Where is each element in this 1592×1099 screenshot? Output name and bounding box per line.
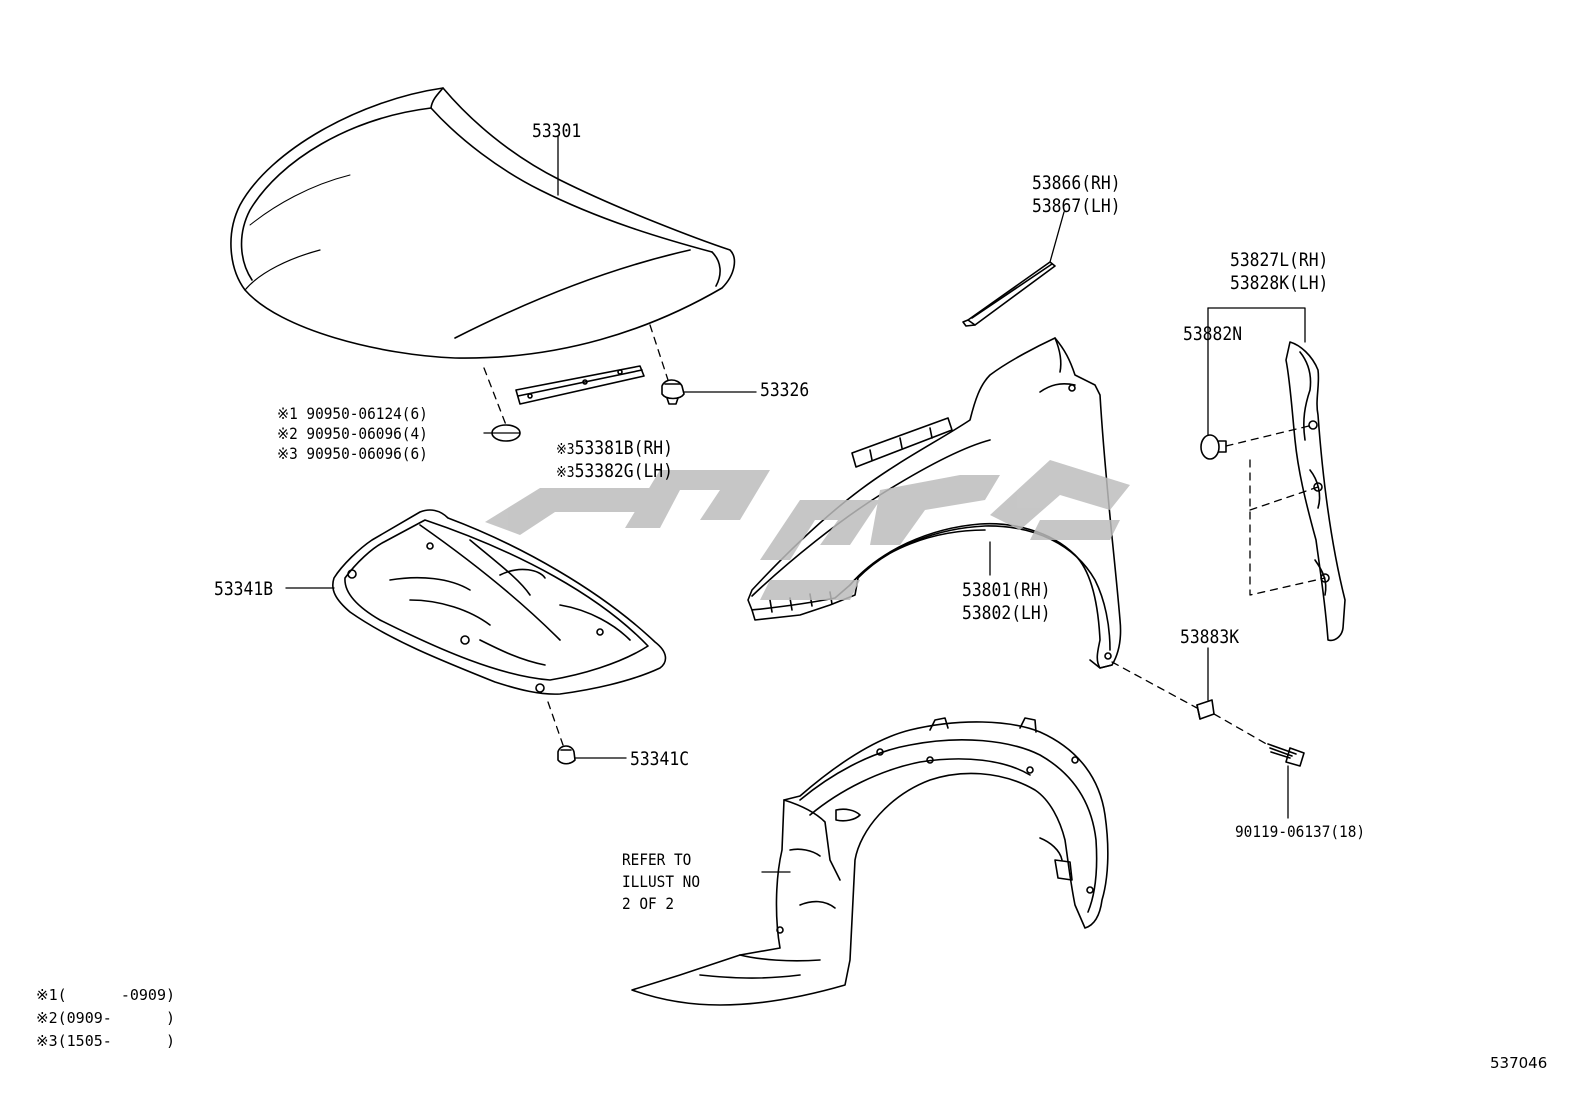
mark: ※3 — [277, 444, 298, 463]
label-bolt: 90119-06137(18) — [1235, 822, 1366, 841]
footnote-3: ※3(1505- ) — [36, 1029, 175, 1053]
label-fender-nut: 53883K — [1180, 626, 1240, 648]
dashed-lines — [483, 324, 1326, 747]
label-hood-bracket-lh: ※353382G(LH) — [556, 460, 673, 484]
date-range: (0909- ) — [57, 1009, 176, 1027]
part-number: 90950-06096(6) — [306, 444, 428, 463]
label-liner-clip: 53882N — [1183, 323, 1243, 345]
mark: ※3 — [556, 440, 575, 458]
fender-seal-drawing — [962, 261, 1056, 327]
refer-note-line-3: 2 OF 2 — [622, 894, 675, 913]
figure-id: 537046 — [1490, 1054, 1548, 1072]
leader-lines — [285, 136, 1306, 873]
footnote-1: ※1( -0909) — [36, 983, 175, 1007]
footnote-2: ※2(0909- ) — [36, 1006, 175, 1030]
liner-clip-drawing — [1200, 434, 1227, 460]
refer-note-line-1: REFER TO — [622, 850, 692, 869]
date-range: ( -0909) — [57, 986, 176, 1004]
fender-liner-drawing — [1285, 341, 1346, 642]
label-fender-liner-lh: 53828K(LH) — [1230, 272, 1329, 294]
label-hood: 53301 — [532, 120, 582, 142]
watermark — [485, 460, 1130, 600]
part-number: 90950-06124(6) — [306, 404, 428, 423]
label-hood-seal-2: ※2 90950-06096(4) — [277, 424, 428, 444]
date-range: (1505- ) — [57, 1032, 176, 1050]
mark: ※3 — [556, 463, 575, 481]
hood-drawing — [230, 87, 736, 359]
label-hood-seal-1: ※1 90950-06124(6) — [277, 404, 428, 424]
label-hood-bracket-rh: ※353381B(RH) — [556, 437, 673, 461]
inner-liner-drawing — [631, 717, 1109, 1006]
fender-nut-drawing — [1196, 699, 1215, 720]
bolt-drawing — [1267, 743, 1305, 767]
part-number: 53381B(RH) — [574, 437, 673, 459]
mark: ※1 — [36, 986, 58, 1004]
insulator-clip-drawing — [557, 745, 576, 765]
label-hood-cushion: 53326 — [760, 379, 810, 401]
label-fender-seal-lh: 53867(LH) — [1032, 195, 1121, 217]
hood-bracket-drawing — [515, 365, 645, 405]
hood-cushion-drawing — [661, 379, 685, 405]
part-number: 53382G(LH) — [574, 460, 673, 482]
label-fender-rh: 53801(RH) — [962, 579, 1051, 601]
mark: ※2 — [36, 1009, 58, 1027]
mark: ※1 — [277, 404, 298, 423]
refer-note-line-2: ILLUST NO — [622, 872, 701, 891]
hood-insulator-drawing — [332, 509, 667, 695]
label-fender-seal-rh: 53866(RH) — [1032, 172, 1121, 194]
label-insulator-clip: 53341C — [630, 748, 690, 770]
label-fender-lh: 53802(LH) — [962, 602, 1051, 624]
mark: ※3 — [36, 1032, 58, 1050]
label-hood-seal-3: ※3 90950-06096(6) — [277, 444, 428, 464]
label-fender-liner-rh: 53827L(RH) — [1230, 249, 1329, 271]
mark: ※2 — [277, 424, 298, 443]
part-number: 90950-06096(4) — [306, 424, 428, 443]
label-hood-insulator: 53341B — [214, 578, 274, 600]
